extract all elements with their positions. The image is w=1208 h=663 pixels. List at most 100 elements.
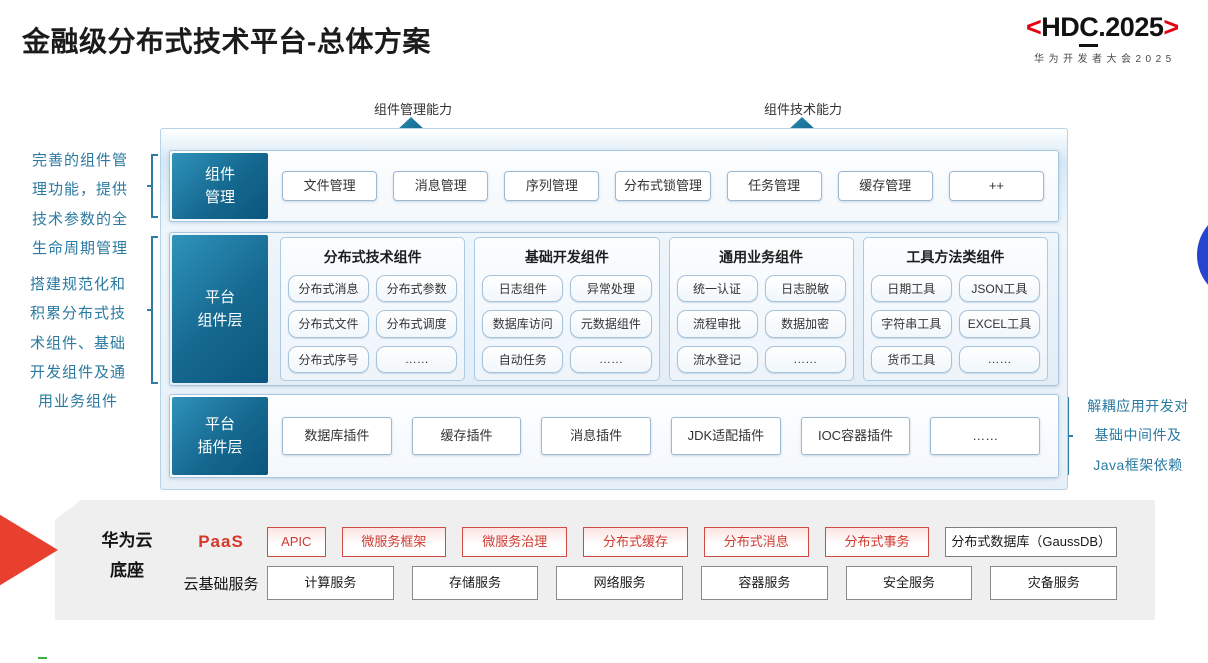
cloud-service-box: 灾备服务 bbox=[990, 566, 1118, 600]
component-pill: 日志脱敏 bbox=[764, 275, 846, 303]
cloud-service-box: 容器服务 bbox=[701, 566, 828, 600]
cloud-services-label: 云基础服务 bbox=[183, 575, 259, 593]
paas-service-box: 微服务治理 bbox=[462, 527, 568, 557]
brace-connector bbox=[147, 154, 158, 218]
paas-service-box: 分布式消息 bbox=[703, 527, 809, 557]
component-box: 分布式锁管理 bbox=[615, 171, 711, 201]
component-pill: 字符串工具 bbox=[870, 310, 952, 338]
paas-service-box: 微服务框架 bbox=[341, 527, 447, 557]
annotation-component-management: 完善的组件管理功能，提供技术参数的全生命周期管理 bbox=[31, 152, 128, 257]
column-distributed-tech: 分布式技术组件 分布式消息 分布式参数 分布式文件 分布式调度 分布式序号 …… bbox=[280, 237, 466, 381]
component-box: ++ bbox=[948, 171, 1044, 201]
row-label-component-management: 组件 管理 bbox=[172, 153, 268, 219]
component-pill: 统一认证 bbox=[676, 275, 758, 303]
column-pills: 统一认证 日志脱敏 流程审批 数据加密 流水登记 …… bbox=[676, 275, 846, 373]
foundation-label: 华为云 底座 bbox=[83, 526, 171, 586]
cloud-services-row: 云基础服务 计算服务 存储服务 网络服务 容器服务 安全服务 灾备服务 bbox=[175, 566, 1118, 600]
column-header: 基础开发组件 bbox=[524, 249, 609, 265]
blue-circle-decoration bbox=[1197, 209, 1208, 301]
brace-connector bbox=[147, 236, 158, 384]
row-label-line: 组件层 bbox=[197, 312, 243, 329]
cloud-service-box: 网络服务 bbox=[556, 566, 684, 600]
plugin-box: JDK适配插件 bbox=[671, 417, 781, 455]
row-platform-plugins: 平台 插件层 数据库插件 缓存插件 消息插件 JDK适配插件 IOC容器插件 …… bbox=[169, 394, 1059, 478]
component-pill: 流水登记 bbox=[676, 345, 758, 373]
column-header: 通用业务组件 bbox=[719, 249, 804, 265]
paas-label: PaaS bbox=[198, 532, 244, 551]
plugin-box: 消息插件 bbox=[541, 417, 652, 455]
paas-service-box: 分布式事务 bbox=[824, 527, 930, 557]
column-pills: 日志组件 异常处理 数据库访问 元数据组件 自动任务 …… bbox=[482, 275, 652, 373]
annotation-plugin-layer: 解耦应用开发对基础中间件及Java框架依赖 bbox=[1087, 398, 1189, 473]
row-platform-components: 平台 组件层 分布式技术组件 分布式消息 分布式参数 分布式文件 分布式调度 分… bbox=[169, 232, 1059, 386]
component-pill: EXCEL工具 bbox=[958, 310, 1040, 338]
page-title: 金融级分布式技术平台-总体方案 bbox=[22, 26, 431, 57]
column-header: 分布式技术组件 bbox=[323, 249, 422, 265]
component-pill: 分布式消息 bbox=[288, 275, 370, 303]
cloud-service-boxes: 计算服务 存储服务 网络服务 容器服务 安全服务 灾备服务 bbox=[267, 566, 1118, 600]
component-box: 文件管理 bbox=[282, 171, 378, 201]
component-pill: 数据加密 bbox=[764, 310, 846, 338]
arrow-label-technology: 组件技术能力 bbox=[764, 102, 843, 117]
paas-service-box: 分布式缓存 bbox=[583, 527, 688, 557]
component-pill: 元数据组件 bbox=[570, 310, 652, 338]
plugin-box: 缓存插件 bbox=[411, 417, 522, 455]
red-arrow-icon bbox=[0, 505, 58, 595]
plugin-box: IOC容器插件 bbox=[800, 417, 911, 455]
component-box: 缓存管理 bbox=[837, 171, 933, 201]
component-pill: JSON工具 bbox=[958, 275, 1040, 303]
component-columns: 分布式技术组件 分布式消息 分布式参数 分布式文件 分布式调度 分布式序号 ……… bbox=[280, 237, 1048, 381]
column-common-business: 通用业务组件 统一认证 日志脱敏 流程审批 数据加密 流水登记 …… bbox=[668, 237, 854, 381]
component-pill: 数据库访问 bbox=[482, 310, 564, 338]
column-pills: 日期工具 JSON工具 字符串工具 EXCEL工具 货币工具 …… bbox=[870, 275, 1040, 373]
logo-left-bracket-icon: < bbox=[1026, 12, 1042, 42]
cloud-service-box: 存储服务 bbox=[411, 566, 539, 600]
component-box: 消息管理 bbox=[393, 171, 489, 201]
component-pill: …… bbox=[570, 345, 652, 373]
component-box: 任务管理 bbox=[726, 171, 822, 201]
component-pill: 日志组件 bbox=[482, 275, 564, 303]
row-component-management: 组件 管理 文件管理 消息管理 序列管理 分布式锁管理 任务管理 缓存管理 ++ bbox=[169, 150, 1059, 222]
component-pill: …… bbox=[764, 345, 846, 373]
paas-gaussdb-box: 分布式数据库（GaussDB） bbox=[945, 527, 1118, 557]
component-pill: 分布式序号 bbox=[288, 345, 370, 373]
component-pill: 分布式参数 bbox=[376, 275, 458, 303]
row-label-line: 平台 bbox=[204, 415, 235, 433]
component-pill: 货币工具 bbox=[870, 345, 952, 373]
annotation-component-layer: 搭建规范化和积累分布式技术组件、基础开发组件及通用业务组件 bbox=[29, 276, 126, 410]
component-pill: 自动任务 bbox=[482, 345, 564, 373]
column-pills: 分布式消息 分布式参数 分布式文件 分布式调度 分布式序号 …… bbox=[288, 275, 458, 373]
component-pill: 异常处理 bbox=[570, 275, 652, 303]
foundation-label-line: 底座 bbox=[110, 560, 144, 580]
row-label-line: 组件 bbox=[204, 165, 235, 183]
paas-service-box: APIC bbox=[267, 527, 326, 557]
paas-row: PaaS APIC 微服务框架 微服务治理 分布式缓存 分布式消息 分布式事务 … bbox=[175, 527, 1118, 557]
arrow-label-management: 组件管理能力 bbox=[374, 102, 453, 117]
logo-right-bracket-icon: > bbox=[1163, 12, 1179, 42]
paas-boxes: APIC 微服务框架 微服务治理 分布式缓存 分布式消息 分布式事务 分布式数据… bbox=[267, 527, 1118, 557]
component-pill: …… bbox=[376, 345, 458, 373]
row-items: 数据库插件 缓存插件 消息插件 JDK适配插件 IOC容器插件 …… bbox=[282, 395, 1041, 477]
hdc-logo-subtitle: 华为开发者大会2025 bbox=[1034, 54, 1176, 65]
column-tool-methods: 工具方法类组件 日期工具 JSON工具 字符串工具 EXCEL工具 货币工具 …… bbox=[862, 237, 1048, 381]
row-label-platform-plugins: 平台 插件层 bbox=[172, 397, 268, 475]
row-label-line: 平台 bbox=[204, 288, 235, 306]
logo-text-c-underlined: C bbox=[1079, 12, 1099, 47]
row-label-line: 管理 bbox=[204, 189, 235, 206]
foundation-label-line: 华为云 bbox=[101, 531, 153, 550]
component-box: 序列管理 bbox=[504, 171, 600, 201]
plugin-box: …… bbox=[930, 417, 1041, 455]
cloud-service-box: 安全服务 bbox=[845, 566, 973, 600]
platform-diagram: 组件 管理 文件管理 消息管理 序列管理 分布式锁管理 任务管理 缓存管理 ++… bbox=[160, 128, 1068, 490]
green-tick-decoration bbox=[38, 657, 47, 659]
logo-text-hd: HD bbox=[1041, 12, 1080, 42]
column-basic-dev: 基础开发组件 日志组件 异常处理 数据库访问 元数据组件 自动任务 …… bbox=[474, 237, 660, 381]
column-header: 工具方法类组件 bbox=[906, 249, 1005, 265]
plugin-box: 数据库插件 bbox=[282, 417, 392, 455]
component-pill: 日期工具 bbox=[870, 275, 952, 303]
component-pill: …… bbox=[958, 345, 1040, 373]
cloud-service-box: 计算服务 bbox=[267, 566, 394, 600]
component-pill: 分布式文件 bbox=[288, 310, 370, 338]
